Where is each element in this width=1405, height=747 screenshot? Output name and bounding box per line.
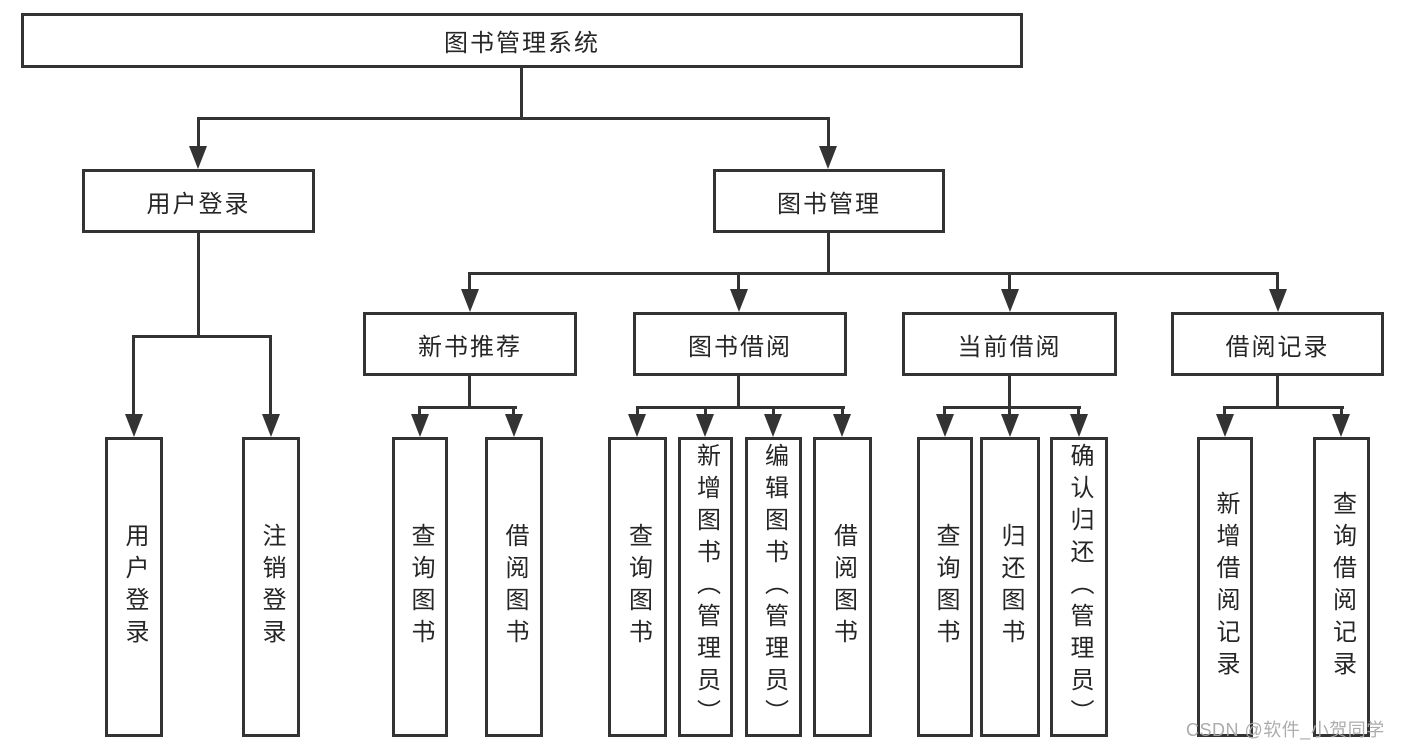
arrow-down-icon [1269,289,1287,312]
node-label: 查询借阅记录 [1328,491,1356,683]
connector-recommend-hline [418,406,517,409]
node-label: 编辑图书（管理员） [760,443,788,731]
connector-drop [468,272,471,292]
node-leaf-add-borrow-record: 新增借阅记录 [1197,437,1253,737]
connector-drop [636,406,639,417]
node-label: 用户登录 [121,523,148,651]
node-leaf-borrow-books-1: 借阅图书 [485,437,543,737]
node-label: 用户登录 [146,190,251,218]
arrow-down-icon [189,146,207,169]
node-leaf-edit-books-admin: 编辑图书（管理员） [745,437,802,737]
arrow-down-icon [936,414,954,437]
arrow-down-icon [833,414,851,437]
connector-drop [1340,406,1343,417]
node-leaf-user-login: 用户登录 [105,437,163,737]
connector-book-management-stem [827,233,830,275]
node-leaf-logout: 注销登录 [242,437,300,737]
connector-drop [269,335,272,418]
connector-drop [1276,272,1279,292]
connector-level3-hline [468,272,1279,275]
node-label: 查询图书 [624,523,652,651]
connector-drop [132,335,135,418]
arrow-down-icon [730,289,748,312]
connector-drop [737,272,740,292]
node-leaf-add-books-admin: 新增图书（管理员） [678,437,733,737]
node-label: 注销登录 [258,523,285,651]
node-label: 新增图书（管理员） [692,443,720,731]
connector-drop [1008,272,1011,292]
node-library-management-system: 图书管理系统 [21,13,1023,68]
node-leaf-query-books-2: 查询图书 [608,437,667,737]
connector-drop [197,117,200,151]
node-label: 图书借阅 [688,333,792,361]
arrow-down-icon [696,414,714,437]
connector-records-stem [1276,376,1279,409]
connector-drop [1077,406,1080,417]
node-book-management: 图书管理 [713,169,945,233]
node-label: 借阅图书 [829,523,857,651]
connector-current-hline [943,406,1081,409]
connector-recommend-stem [468,376,471,409]
node-label: 新增借阅记录 [1212,491,1239,683]
arrow-down-icon [461,289,479,312]
arrow-down-icon [819,146,837,169]
connector-drop [827,117,830,151]
connector-user-login-stem [197,233,200,335]
node-label: 图书管理系统 [444,30,600,57]
node-book-borrow: 图书借阅 [633,312,847,376]
node-leaf-borrow-books-2: 借阅图书 [813,437,872,737]
arrow-down-icon [505,414,523,437]
node-borrow-records: 借阅记录 [1171,312,1384,376]
node-label: 借阅图书 [501,523,528,651]
csdn-watermark: CSDN @软件_小贺同学 [1186,720,1385,740]
arrow-down-icon [411,414,429,437]
node-label: 查询图书 [932,523,959,651]
arrow-down-icon [1332,414,1350,437]
connector-borrow-stem [737,376,740,409]
connector-drop [841,406,844,417]
arrow-down-icon [1001,289,1019,312]
node-label: 确认归还（管理员） [1066,443,1093,731]
arrow-down-icon [1070,414,1088,437]
node-label: 当前借阅 [957,333,1062,361]
connector-drop [1008,406,1011,417]
connector-drop [418,406,421,417]
connector-root-stem [520,68,523,118]
node-new-book-recommend: 新书推荐 [363,312,577,376]
node-label: 图书管理 [777,190,881,218]
node-leaf-query-borrow-record: 查询借阅记录 [1313,437,1370,737]
node-leaf-query-books-1: 查询图书 [392,437,448,737]
node-label: 借阅记录 [1225,333,1330,361]
node-leaf-query-books-3: 查询图书 [917,437,973,737]
arrow-down-icon [125,414,143,437]
connector-drop [943,406,946,417]
connector-drop [1223,406,1226,417]
node-label: 查询图书 [407,523,434,651]
node-current-borrow: 当前借阅 [902,312,1117,376]
node-label: 归还图书 [997,523,1024,651]
arrow-down-icon [764,414,782,437]
connector-records-hline [1223,406,1344,409]
arrow-down-icon [262,414,280,437]
connector-drop [512,406,515,417]
connector-user-login-hline [132,335,272,338]
node-user-login: 用户登录 [82,169,315,233]
arrow-down-icon [1001,414,1019,437]
connector-current-stem [1008,376,1011,409]
connector-borrow-hline [636,406,845,409]
connector-level2-hline [197,117,830,120]
arrow-down-icon [628,414,646,437]
connector-drop [772,406,775,417]
arrow-down-icon [1216,414,1234,437]
node-leaf-confirm-return-admin: 确认归还（管理员） [1050,437,1108,737]
node-label: 新书推荐 [418,333,522,361]
node-leaf-return-books: 归还图书 [980,437,1040,737]
connector-drop [704,406,707,417]
